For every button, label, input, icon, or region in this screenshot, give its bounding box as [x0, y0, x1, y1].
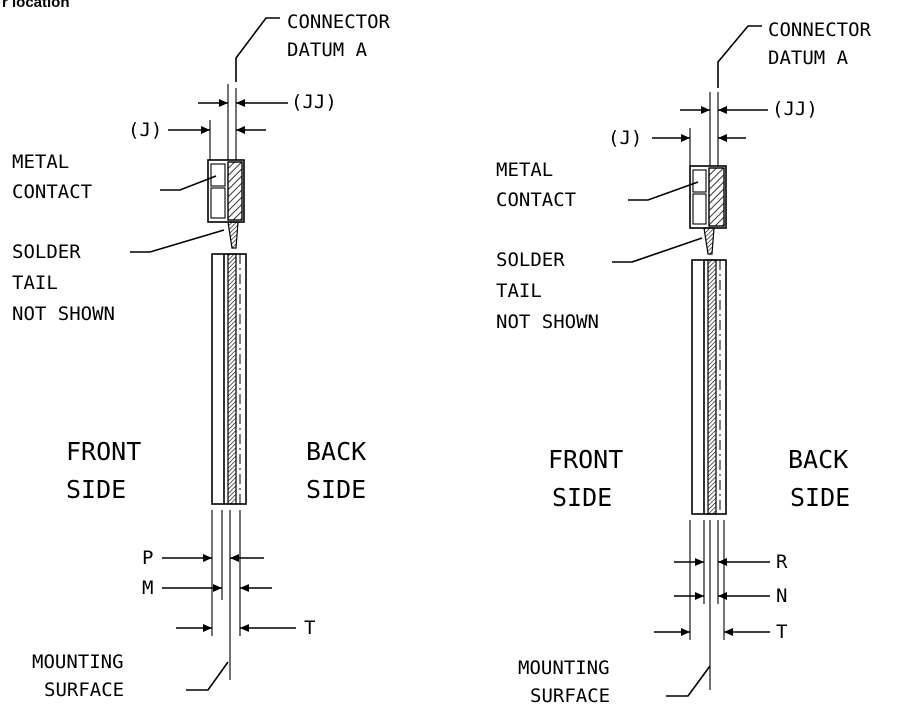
solder-label-line2: TAIL — [496, 280, 542, 302]
metal-contact-label-line2: CONTACT — [12, 181, 92, 203]
dim-label-m: M — [142, 577, 153, 599]
mounting-label-line1: MOUNTING — [32, 651, 124, 673]
metal-contact-leader — [628, 181, 699, 201]
diagram-left: CONNECTOR DATUM A (JJ) (J) METAL CONTACT… — [12, 11, 391, 701]
solder-label-line2: TAIL — [12, 272, 58, 294]
front-side-label-line1: FRONT — [66, 437, 141, 466]
solder-leader — [612, 237, 703, 263]
housing-slot-upper — [692, 169, 707, 193]
j-label: (J) — [608, 127, 642, 149]
mounting-leader — [666, 665, 711, 697]
front-side-label-line2: SIDE — [552, 483, 612, 512]
metal-contact-label-line1: METAL — [496, 159, 553, 181]
metal-contact-label-line2: CONTACT — [496, 189, 576, 211]
front-side-label-line1: FRONT — [548, 445, 623, 474]
dim-label-p: P — [142, 547, 153, 569]
jj-label: (JJ) — [291, 91, 337, 113]
diagram-right: CONNECTOR DATUM A (JJ) (J) METAL CONTACT… — [496, 19, 872, 707]
mounting-label-line1: MOUNTING — [518, 657, 610, 679]
connector-leader — [235, 17, 280, 82]
housing-slot-lower — [692, 193, 707, 225]
solder-label-line1: SOLDER — [12, 241, 81, 263]
housing-slot-upper — [210, 163, 226, 187]
mounting-label-line2: SURFACE — [44, 679, 124, 701]
card-hatched-layer — [227, 253, 237, 505]
back-side-label-line2: SIDE — [306, 475, 366, 504]
connector-label-line2: DATUM A — [768, 47, 849, 69]
solder-tail-wedge — [227, 221, 239, 249]
connector-label-line1: CONNECTOR — [768, 19, 872, 41]
front-side-label-line2: SIDE — [66, 475, 126, 504]
connector-label-line2: DATUM A — [287, 39, 368, 61]
connector-leader — [717, 25, 762, 88]
dim-label-t: T — [304, 617, 315, 639]
metal-contact-label-line1: METAL — [12, 151, 69, 173]
metal-contact-leader — [160, 175, 217, 191]
header-partial-text: r location — [2, 0, 70, 11]
back-side-label-line1: BACK — [306, 437, 366, 466]
back-side-label-line1: BACK — [788, 445, 848, 474]
mounting-leader — [186, 661, 229, 691]
solder-label-line1: SOLDER — [496, 249, 565, 271]
housing-slot-lower — [210, 187, 226, 219]
metal-contact-hatch — [708, 167, 725, 227]
metal-contact-hatch — [227, 161, 243, 221]
card-hatched-layer — [707, 259, 717, 515]
dim-label-n: N — [776, 585, 787, 607]
j-label: (J) — [128, 119, 162, 141]
back-side-label-line2: SIDE — [790, 483, 850, 512]
dim-label-t: T — [776, 621, 787, 643]
solder-tail-wedge — [703, 227, 715, 255]
solder-leader — [130, 229, 225, 253]
dim-label-r: R — [776, 551, 788, 573]
connector-housing — [207, 159, 245, 223]
jj-label: (JJ) — [772, 98, 818, 120]
solder-label-line3: NOT SHOWN — [496, 311, 599, 333]
solder-label-line3: NOT SHOWN — [12, 303, 115, 325]
mounting-label-line2: SURFACE — [530, 685, 610, 707]
connector-label-line1: CONNECTOR — [287, 11, 391, 33]
